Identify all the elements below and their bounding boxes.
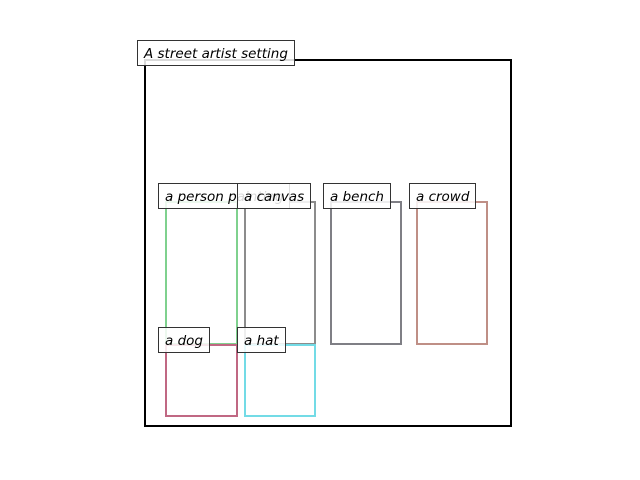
scene-title: A street artist setting bbox=[137, 40, 295, 66]
label-dog: a dog bbox=[158, 327, 210, 353]
label-hat: a hat bbox=[237, 327, 286, 353]
label-bench: a bench bbox=[323, 183, 391, 209]
box-canvas bbox=[244, 201, 316, 345]
box-person bbox=[165, 201, 238, 345]
scene-frame bbox=[144, 59, 512, 427]
label-crowd: a crowd bbox=[409, 183, 477, 209]
label-canvas: a canvas bbox=[237, 183, 312, 209]
box-dog bbox=[165, 344, 238, 417]
box-bench bbox=[330, 201, 402, 345]
box-hat bbox=[244, 344, 316, 417]
box-crowd bbox=[416, 201, 488, 345]
